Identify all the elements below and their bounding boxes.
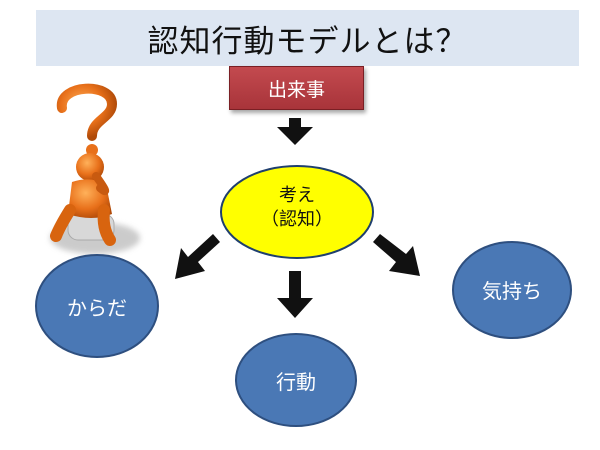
feelings-label: 気持ち [482,279,542,303]
body-ellipse [35,254,159,358]
behavior-label: 行動 [276,370,316,394]
page-title: 認知行動モデルとは？ [147,23,468,60]
feelings-ellipse [452,241,572,339]
thought-ellipse [220,165,374,259]
arrow-thought-to-feelings [373,234,420,276]
thought-label-line1: 考え [279,185,315,206]
body-label: からだ [67,296,127,320]
event-label: 出来事 [267,78,325,101]
arrow-thought-to-body [175,234,220,279]
event-box: 出来事 [229,66,364,110]
thinking-person-with-question-mark-icon [50,83,140,254]
thought-label-line2: （認知） [261,209,333,231]
arrow-thought-to-behavior [277,271,313,318]
thought-label: 考え （認知） [237,184,357,233]
title-banner: 認知行動モデルとは？ [36,10,579,66]
behavior-ellipse [235,333,357,427]
arrow-event-to-thought [277,118,313,145]
